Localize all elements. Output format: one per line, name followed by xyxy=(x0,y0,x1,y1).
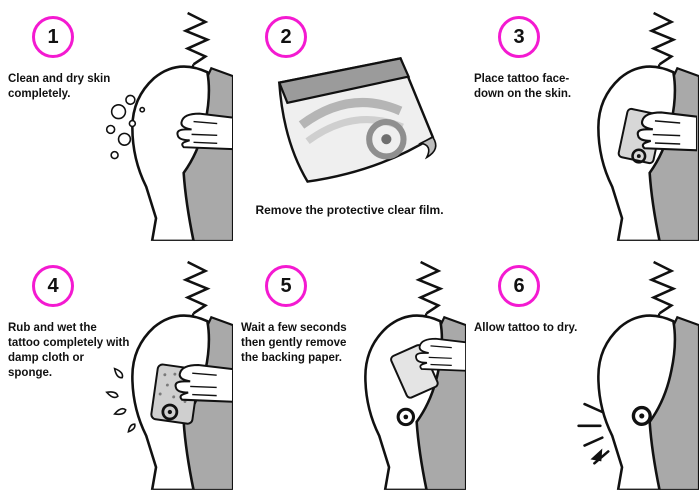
water-droplets-icon xyxy=(105,367,136,433)
wet-sponge-illustration xyxy=(105,255,233,493)
soap-bubbles-icon xyxy=(105,94,146,160)
emphasis-triangle-icon xyxy=(590,448,603,462)
step-5-caption: Wait a few seconds then gently remove th… xyxy=(241,322,347,364)
step-6: 6 Allow tattoo to dry. xyxy=(466,249,699,498)
step-2-number-badge: 2 xyxy=(265,16,307,58)
step-2-number: 2 xyxy=(280,25,292,48)
step-3-number: 3 xyxy=(513,25,525,48)
step-2-caption: Remove the protective clear film. xyxy=(255,203,444,218)
step-1-caption: Clean and dry skin completely. xyxy=(8,73,111,100)
place-tattoo-illustration xyxy=(551,6,699,244)
hand-icon xyxy=(636,111,698,152)
step-6-number: 6 xyxy=(513,274,525,297)
step-1-number: 1 xyxy=(47,25,59,48)
step-3-caption: Place tattoo face-down on the skin. xyxy=(474,73,572,100)
hand-icon xyxy=(415,337,466,372)
step-4-number: 4 xyxy=(47,274,59,297)
tattoo-sheet-illustration xyxy=(277,57,437,183)
step-1-number-badge: 1 xyxy=(32,16,74,58)
hand-icon xyxy=(174,363,233,403)
corner-curl-icon xyxy=(418,136,437,160)
tattoo-design-icon xyxy=(298,97,407,160)
peel-backing-illustration xyxy=(318,255,466,493)
step-5: 5 Wait a few seconds then gently remove … xyxy=(233,249,466,498)
step-6-number-badge: 6 xyxy=(498,265,540,307)
step-3: 3 Place tattoo face-down on the skin. xyxy=(466,0,699,249)
clean-skin-illustration xyxy=(105,6,233,244)
step-4-caption: Rub and wet the tattoo completely with d… xyxy=(8,322,130,379)
step-4-number-badge: 4 xyxy=(32,265,74,307)
hand-icon xyxy=(176,112,233,151)
step-5-number-badge: 5 xyxy=(265,265,307,307)
step-4: 4 Rub and wet the tattoo completely with… xyxy=(0,249,233,498)
step-2: 2 Remove the protective clear film. xyxy=(233,0,466,249)
step-1: 1 Clean and dry skin completely. xyxy=(0,0,233,249)
step-5-number: 5 xyxy=(280,274,292,297)
dry-tattoo-illustration xyxy=(577,255,699,493)
step-3-number-badge: 3 xyxy=(498,16,540,58)
step-6-caption: Allow tattoo to dry. xyxy=(474,322,578,334)
clear-film-icon xyxy=(277,57,411,105)
